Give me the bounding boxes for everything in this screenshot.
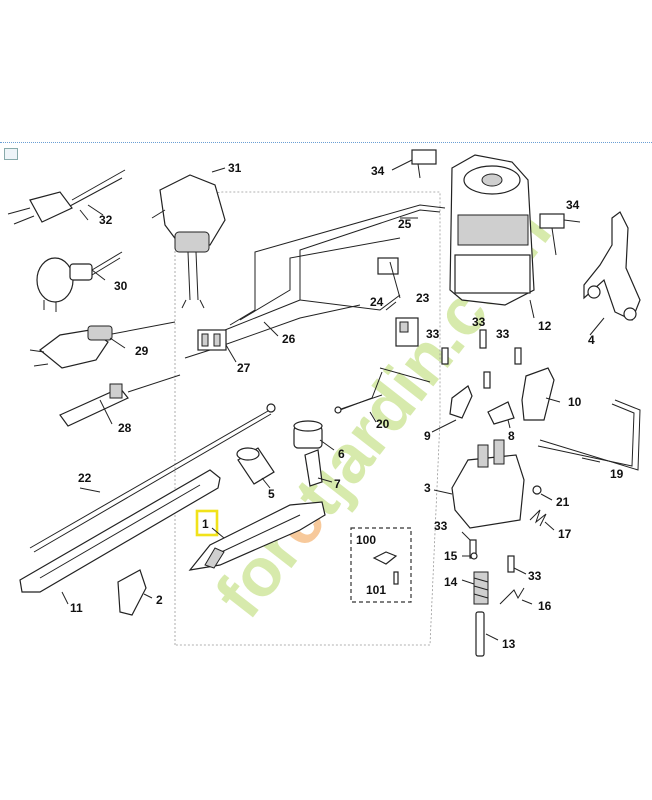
callout-33-motor: 33	[472, 315, 486, 329]
cam	[449, 385, 473, 419]
callout-25: 25	[398, 217, 412, 231]
callout-31: 31	[228, 161, 242, 175]
callout-27: 27	[237, 361, 251, 375]
gear-housing	[451, 439, 525, 529]
callout-33-left: 33	[426, 327, 440, 341]
callout-4: 4	[588, 333, 595, 347]
callout-15: 15	[444, 549, 458, 563]
callout-22: 22	[78, 471, 92, 485]
callout-16: 16	[538, 599, 552, 613]
callout-24: 24	[370, 295, 384, 309]
callout-101: 101	[366, 583, 386, 597]
callout-28: 28	[118, 421, 132, 435]
switch-module	[395, 317, 419, 347]
clip	[117, 569, 147, 616]
callout-34-right: 34	[566, 198, 580, 212]
callout-17: 17	[558, 527, 572, 541]
callout-3: 3	[424, 481, 431, 495]
housing-lower	[188, 501, 326, 571]
plug-schuko	[29, 321, 176, 369]
callout-33-bottom: 33	[528, 569, 542, 583]
callout-19: 19	[610, 467, 624, 481]
connector-block	[197, 329, 227, 351]
callout-13: 13	[502, 637, 516, 651]
callout-12: 12	[538, 319, 552, 333]
torsion-spring-17	[529, 509, 547, 527]
small-bracket	[304, 449, 323, 487]
callout-33-housing: 33	[434, 519, 448, 533]
cord-sleeve	[59, 374, 181, 427]
coil-spring	[473, 571, 489, 605]
screw-set	[441, 329, 522, 573]
plug-uk	[151, 174, 226, 309]
callout-10: 10	[568, 395, 582, 409]
callout-23: 23	[416, 291, 430, 305]
callout-7: 7	[334, 477, 341, 491]
slider	[521, 367, 555, 421]
cap	[293, 420, 323, 449]
sleeve	[236, 447, 275, 485]
parts-diagram: foretjardin.com	[7, 149, 641, 657]
callout-34-top: 34	[371, 164, 385, 178]
detail-part-100	[372, 551, 398, 565]
latch	[487, 401, 515, 425]
motor	[449, 154, 535, 306]
callout-9: 9	[424, 429, 431, 443]
washer	[532, 485, 542, 495]
callout-2: 2	[156, 593, 163, 607]
callout-29: 29	[135, 344, 149, 358]
brush-holder-right	[539, 213, 565, 256]
callout-33-right: 33	[496, 327, 510, 341]
callout-labels: 32 30 29 28 31 27 26 22 11 2 1 5 6 7 20 …	[70, 161, 624, 651]
callout-100: 100	[356, 533, 376, 547]
lever	[583, 211, 641, 321]
detail-part-101	[393, 571, 399, 585]
rail-bracket	[19, 469, 221, 593]
wire-bail	[537, 399, 641, 471]
callout-1: 1	[202, 517, 209, 531]
plug-euro	[7, 169, 126, 225]
callout-26: 26	[282, 332, 296, 346]
image-icon	[4, 148, 18, 160]
highlight-callout-1	[195, 509, 219, 537]
detail-box	[350, 527, 412, 603]
callout-32: 32	[99, 213, 113, 227]
callout-30: 30	[114, 279, 128, 293]
contact	[377, 257, 399, 275]
torsion-spring-16	[499, 587, 525, 605]
ring-15	[470, 552, 478, 560]
plug-round	[36, 251, 123, 312]
brush-holder-top	[411, 149, 437, 179]
callout-8: 8	[508, 429, 515, 443]
callout-6: 6	[338, 447, 345, 461]
cable-harness	[184, 204, 446, 411]
frame-top-border	[0, 142, 652, 143]
callout-20: 20	[376, 417, 390, 431]
callout-11: 11	[70, 601, 83, 615]
rod-long	[29, 403, 276, 553]
pin	[475, 611, 485, 657]
callout-5: 5	[268, 487, 275, 501]
leader-lines	[61, 159, 605, 641]
rod	[334, 394, 383, 414]
callout-21: 21	[556, 495, 570, 509]
callout-14: 14	[444, 575, 458, 589]
